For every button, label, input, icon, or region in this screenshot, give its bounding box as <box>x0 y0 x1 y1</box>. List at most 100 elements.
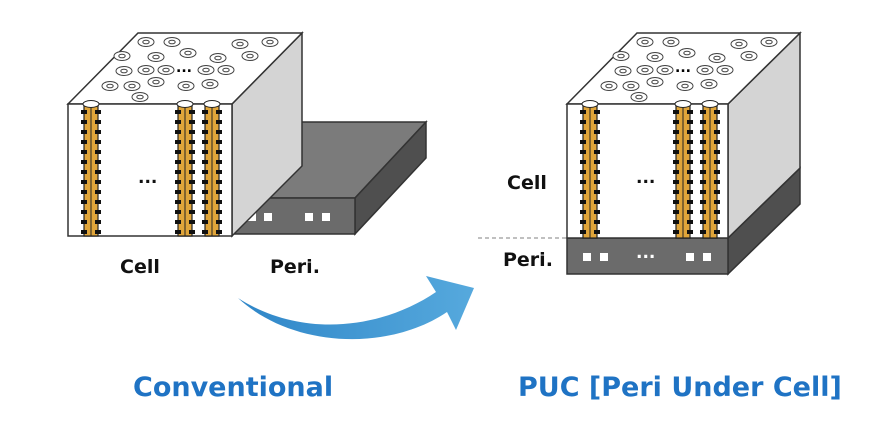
puc-cell-label: Cell <box>507 172 547 194</box>
channel-hole <box>676 81 694 91</box>
channel-hole-core <box>701 67 709 73</box>
channel-hole-core <box>735 41 743 47</box>
channel-hole <box>636 37 654 47</box>
channel-hole-core <box>605 83 613 89</box>
channel-hole-pattern: ... <box>600 37 778 102</box>
conventional-peri-label: Peri. <box>270 256 320 278</box>
channel-hole <box>163 37 181 47</box>
channel-hole <box>157 65 175 75</box>
channel-hole-core <box>651 54 659 60</box>
channel-hole <box>656 65 674 75</box>
channel-hole-core <box>184 50 192 56</box>
channel-hole-core <box>214 55 222 61</box>
channel-hole <box>662 37 680 47</box>
channel-hole <box>261 37 279 47</box>
channel-hole <box>696 65 714 75</box>
conventional-diagram: ... <box>66 31 428 238</box>
channel-hole-core <box>142 67 150 73</box>
hole-ellipsis: ... <box>675 60 691 76</box>
channel-hole-core <box>162 67 170 73</box>
transition-arrow <box>238 276 474 340</box>
channel-hole <box>614 66 632 76</box>
channel-hole <box>101 81 119 91</box>
conventional-ellipsis: ... <box>138 168 158 188</box>
channel-hole <box>622 81 640 91</box>
channel-hole-core <box>182 83 190 89</box>
channel-hole <box>179 48 197 58</box>
channel-hole <box>137 37 155 47</box>
vertical-channel-pillars <box>81 100 222 237</box>
channel-hole <box>708 53 726 63</box>
channel-hole <box>700 79 718 89</box>
peri-transistor <box>703 253 711 261</box>
puc-diagram: ... <box>478 31 802 276</box>
channel-hole-core <box>627 83 635 89</box>
channel-hole <box>600 81 618 91</box>
channel-hole <box>217 65 235 75</box>
channel-hole-core <box>705 81 713 87</box>
conventional-cell-block: ... <box>66 31 304 238</box>
channel-hole <box>740 51 758 61</box>
peri-transistor <box>583 253 591 261</box>
channel-hole-core <box>120 68 128 74</box>
conventional-cell-label: Cell <box>120 256 160 278</box>
channel-hole <box>646 52 664 62</box>
channel-hole <box>113 51 131 61</box>
channel-hole-core <box>236 41 244 47</box>
channel-hole-core <box>152 79 160 85</box>
channel-hole-core <box>206 81 214 87</box>
channel-hole <box>760 37 778 47</box>
peri-transistor <box>305 213 313 221</box>
peri-transistor <box>600 253 608 261</box>
channel-hole <box>730 39 748 49</box>
peri-transistor <box>264 213 272 221</box>
channel-hole-core <box>667 39 675 45</box>
channel-hole <box>209 53 227 63</box>
puc-title: PUC [Peri Under Cell] <box>518 372 842 403</box>
channel-hole-core <box>651 79 659 85</box>
puc-peri-layer <box>566 166 801 276</box>
channel-hole <box>201 79 219 89</box>
channel-hole-core <box>683 50 691 56</box>
channel-hole <box>177 81 195 91</box>
hole-ellipsis: ... <box>176 60 192 76</box>
channel-hole-core <box>617 53 625 59</box>
channel-hole-core <box>721 67 729 73</box>
channel-hole-core <box>681 83 689 89</box>
channel-hole-core <box>619 68 627 74</box>
channel-hole-core <box>168 39 176 45</box>
channel-hole <box>115 66 133 76</box>
channel-hole <box>131 92 149 102</box>
channel-hole-core <box>202 67 210 73</box>
channel-hole-core <box>222 67 230 73</box>
channel-hole <box>147 52 165 62</box>
puc-ellipsis: ... <box>636 168 656 188</box>
channel-hole <box>147 77 165 87</box>
conventional-title: Conventional <box>133 372 334 403</box>
channel-hole-core <box>266 39 274 45</box>
channel-hole-pattern: ... <box>101 37 279 102</box>
channel-hole-core <box>142 39 150 45</box>
channel-hole-core <box>152 54 160 60</box>
channel-hole <box>646 77 664 87</box>
channel-hole <box>716 65 734 75</box>
peri-transistor <box>686 253 694 261</box>
channel-hole <box>123 81 141 91</box>
channel-hole-core <box>246 53 254 59</box>
channel-hole-core <box>136 94 144 100</box>
channel-hole <box>231 39 249 49</box>
channel-hole-core <box>661 67 669 73</box>
channel-hole-core <box>128 83 136 89</box>
peri-transistor <box>322 213 330 221</box>
channel-hole-core <box>641 67 649 73</box>
channel-hole-core <box>745 53 753 59</box>
channel-hole <box>197 65 215 75</box>
vertical-channel-pillars <box>580 100 720 239</box>
channel-hole-core <box>713 55 721 61</box>
channel-hole-core <box>641 39 649 45</box>
channel-hole-core <box>765 39 773 45</box>
puc-cell-block: ... <box>565 31 802 240</box>
channel-hole <box>678 48 696 58</box>
puc-peri-ellipsis: ... <box>636 243 656 263</box>
channel-hole-core <box>118 53 126 59</box>
